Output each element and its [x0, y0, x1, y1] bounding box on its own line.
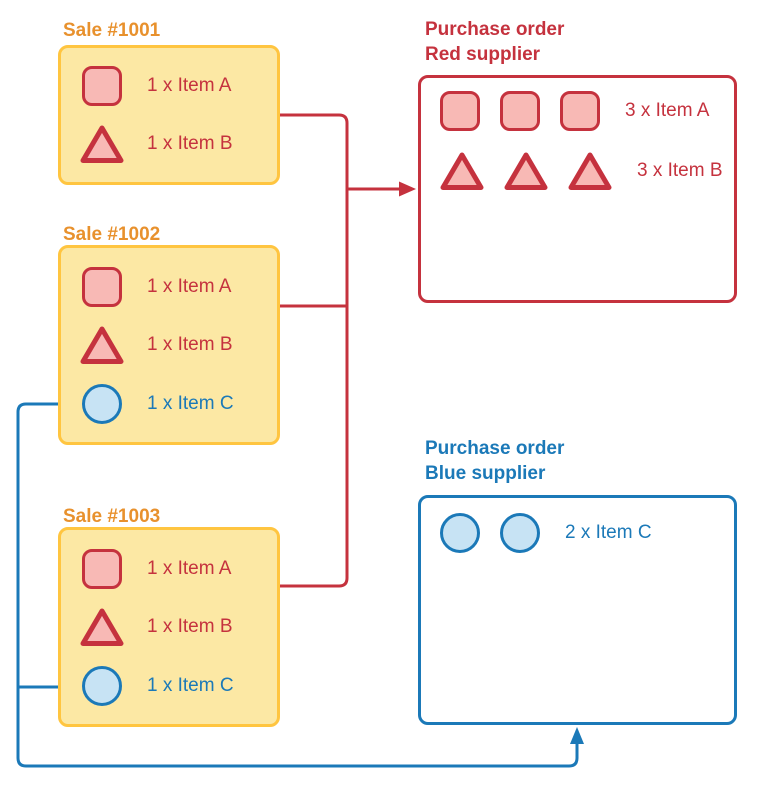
- square-icon: [82, 266, 122, 307]
- triangle-icon: [440, 152, 484, 190]
- triangle-icon: [568, 152, 612, 190]
- item-label: 1 x Item C: [147, 392, 234, 414]
- sale-1003-card: 1 x Item A 1 x Item B 1 x Item C: [58, 527, 280, 727]
- red-connector-trunk: [280, 113, 349, 588]
- circle-icon: [82, 665, 122, 706]
- item-label: 1 x Item C: [147, 674, 234, 696]
- sale-item-row: 1 x Item B: [61, 325, 277, 365]
- po-blue-card: 2 x Item C: [418, 495, 737, 725]
- square-icon: [82, 548, 122, 589]
- item-label: 1 x Item A: [147, 557, 232, 579]
- sale-1002-title: Sale #1002: [63, 224, 161, 245]
- sale-item-row: 1 x Item C: [61, 665, 277, 706]
- po-item-row: 3 x Item A: [421, 91, 734, 131]
- square-icon: [500, 91, 540, 131]
- sale-1003-title: Sale #1003: [63, 506, 161, 527]
- sale-item-row: 1 x Item A: [61, 266, 277, 307]
- sale-1002-card: 1 x Item A 1 x Item B 1 x Item C: [58, 245, 280, 445]
- circle-icon: [440, 513, 480, 553]
- red-arrowhead-icon: [399, 181, 416, 197]
- item-label: 3 x Item B: [637, 160, 723, 181]
- item-label: 2 x Item C: [565, 522, 652, 543]
- item-label: 1 x Item A: [147, 75, 232, 96]
- item-label: 1 x Item B: [147, 334, 233, 355]
- po-red-card: 3 x Item A 3 x Item B: [418, 75, 737, 303]
- triangle-icon: [80, 326, 124, 364]
- item-label: 1 x Item B: [147, 616, 233, 637]
- blue-arrowhead-icon: [570, 727, 584, 744]
- item-label: 1 x Item A: [147, 275, 232, 297]
- po-item-row: 3 x Item B: [421, 151, 734, 191]
- sale-1001-card: 1 x Item A 1 x Item B: [58, 45, 280, 185]
- triangle-icon: [80, 608, 124, 646]
- po-item-row: 2 x Item C: [421, 513, 734, 553]
- sale-item-row: 1 x Item B: [61, 124, 277, 164]
- circle-icon: [500, 513, 540, 553]
- sale-item-row: 1 x Item B: [61, 607, 277, 647]
- sale-1001-title: Sale #1001: [63, 20, 161, 41]
- triangle-icon: [80, 125, 124, 163]
- po-red-title: Purchase order Red supplier: [425, 19, 565, 65]
- sale-item-row: 1 x Item A: [61, 66, 277, 106]
- triangle-icon: [504, 152, 548, 190]
- circle-icon: [82, 383, 122, 424]
- item-label: 1 x Item B: [147, 133, 233, 154]
- square-icon: [560, 91, 600, 131]
- square-icon: [440, 91, 480, 131]
- square-icon: [82, 66, 122, 106]
- item-label: 3 x Item A: [625, 100, 710, 121]
- po-blue-title: Purchase order Blue supplier: [425, 438, 565, 484]
- sale-item-row: 1 x Item A: [61, 548, 277, 589]
- sale-item-row: 1 x Item C: [61, 383, 277, 424]
- blue-connector-main: [16, 402, 579, 768]
